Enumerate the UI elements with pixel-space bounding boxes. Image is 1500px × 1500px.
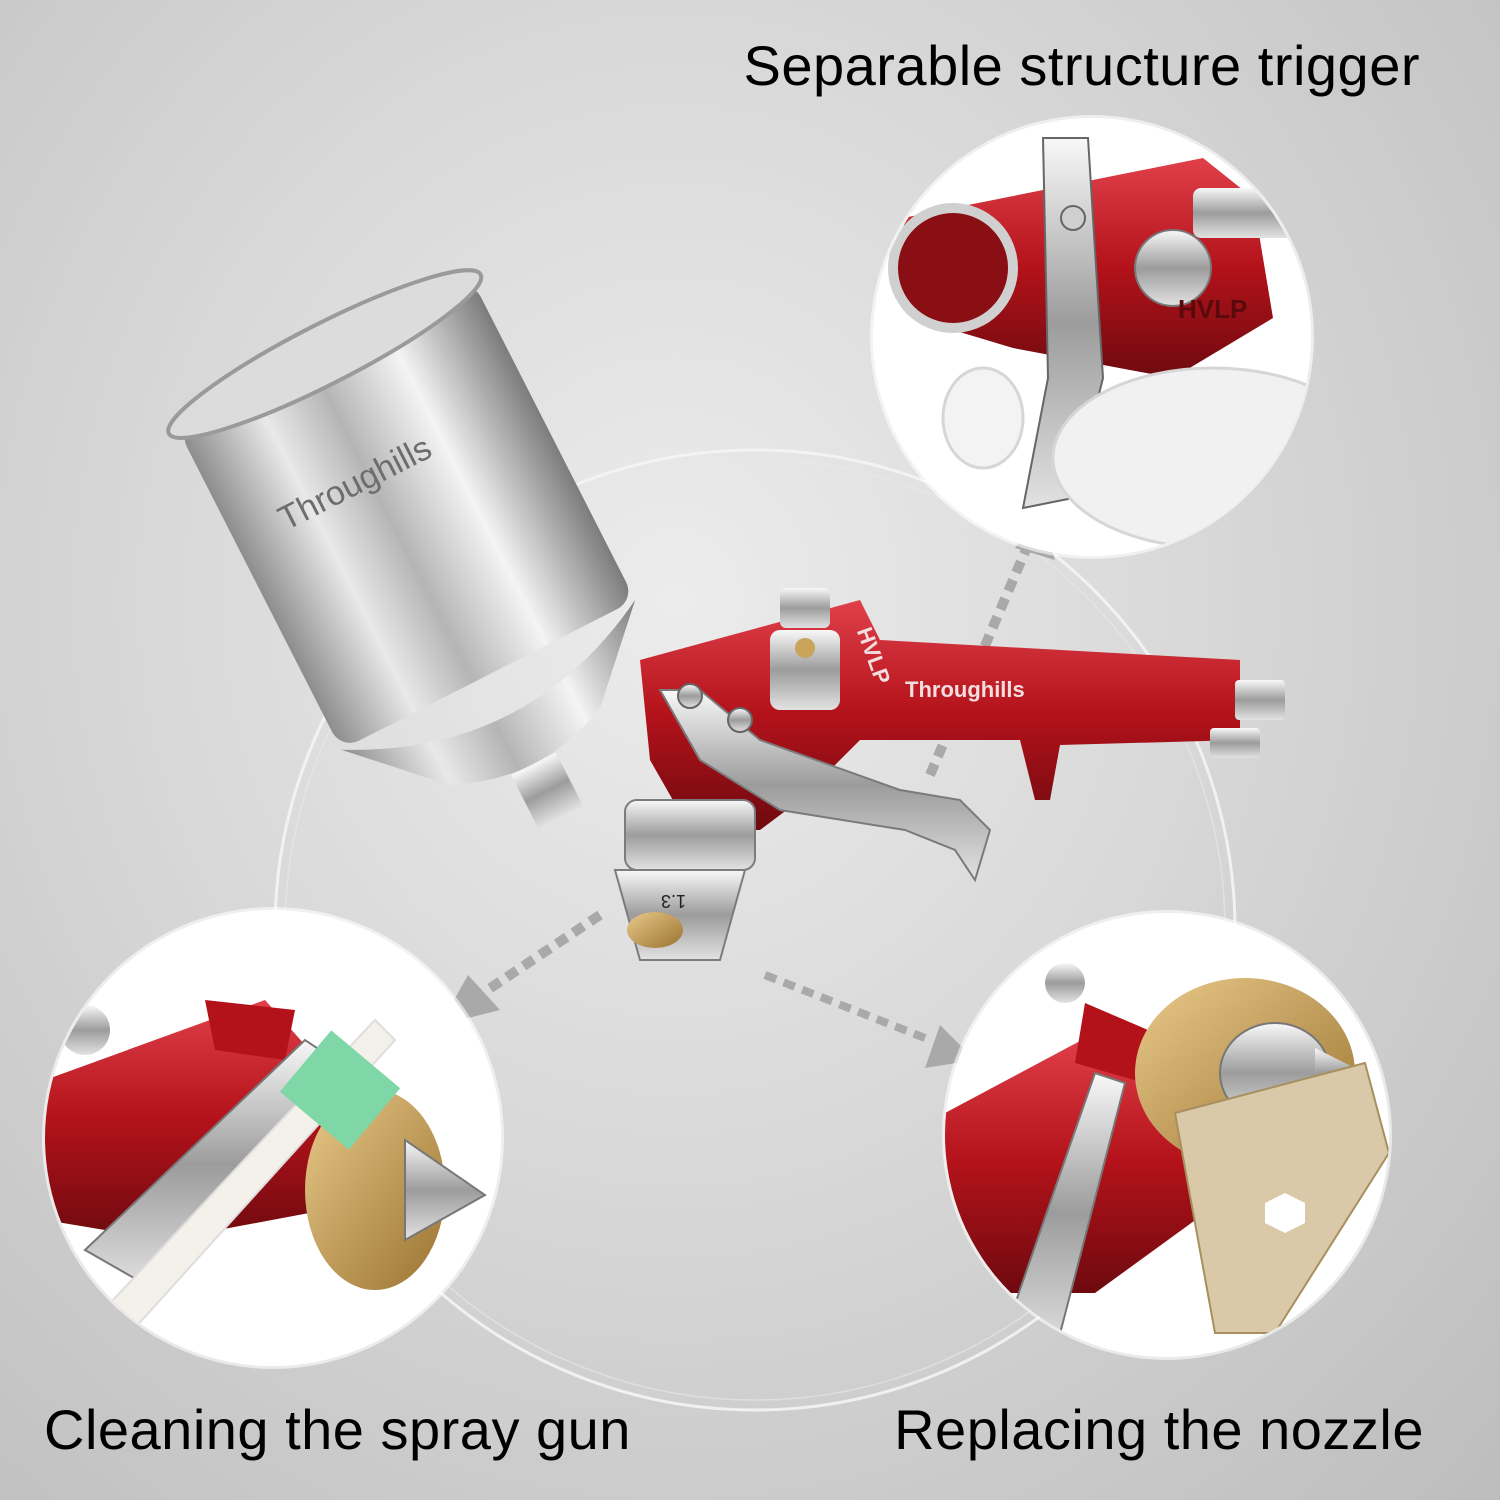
gun-brand-text: Throughills bbox=[905, 677, 1025, 702]
trigger-hvlp-text: HVLP bbox=[1178, 294, 1247, 324]
air-cap-ring bbox=[624, 799, 756, 871]
air-inlet bbox=[1235, 680, 1285, 720]
nozzle-size-text: 1.3 bbox=[661, 891, 686, 911]
paint-cup: Throughills bbox=[166, 268, 636, 829]
trigger bbox=[658, 689, 992, 883]
arrow-to-clean bbox=[440, 910, 603, 1025]
arrow-to-nozzle bbox=[763, 971, 975, 1068]
spray-gun: Throughills Throughills HVLP 1.3 bbox=[166, 268, 1285, 961]
caption-cleaning: Cleaning the spray gun bbox=[44, 1398, 631, 1461]
trigger-closeup-photo: HVLP bbox=[873, 118, 1311, 556]
caption-replacing-nozzle: Replacing the nozzle bbox=[894, 1398, 1424, 1461]
fluid-knob bbox=[770, 630, 840, 710]
caption-separable-trigger: Separable structure trigger bbox=[743, 34, 1420, 97]
nozzle-closeup-photo bbox=[945, 913, 1389, 1357]
air-cap bbox=[613, 869, 747, 961]
cleaning-closeup-photo bbox=[45, 910, 501, 1366]
